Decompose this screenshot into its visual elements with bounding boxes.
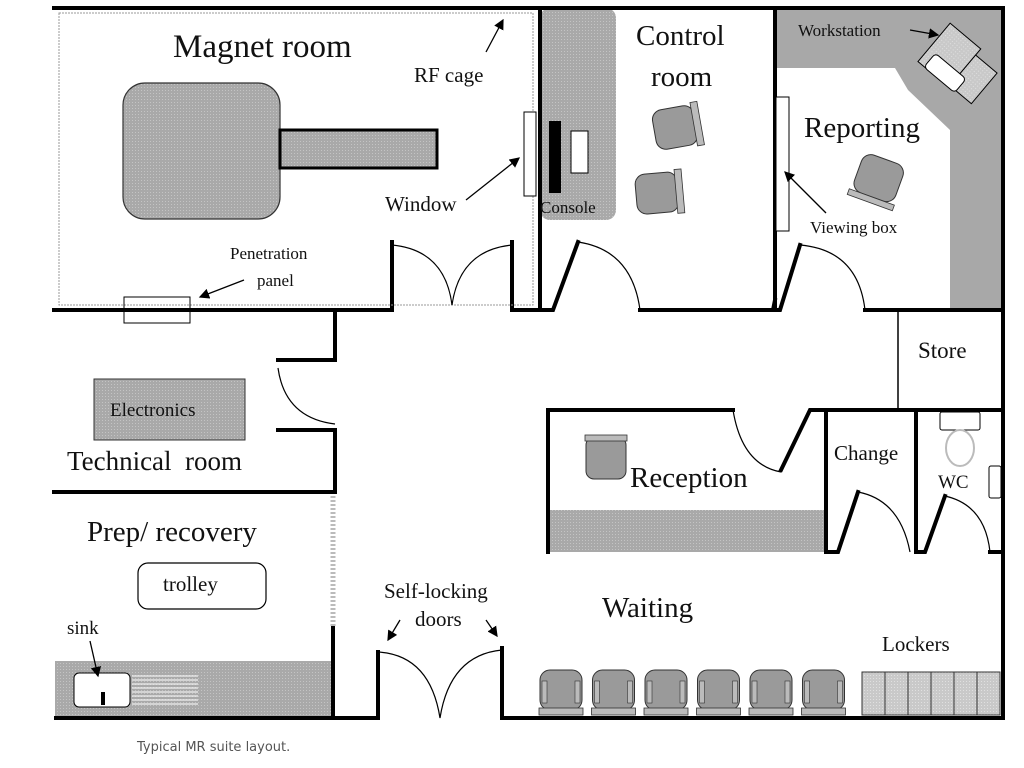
observation-window xyxy=(523,111,537,197)
trolley[interactable] xyxy=(137,562,267,610)
reporting-door[interactable] xyxy=(799,244,866,311)
store-label: Store xyxy=(918,338,967,363)
wc-bowl xyxy=(945,429,975,467)
control-room-wall xyxy=(538,6,1005,312)
outer-wall xyxy=(52,6,1005,720)
magnet-room-wall xyxy=(52,308,337,362)
waiting-chairs xyxy=(538,669,846,716)
waiting-label: Waiting xyxy=(602,592,693,624)
window-label: Window xyxy=(385,192,457,216)
console-label: Console xyxy=(540,198,596,217)
trolley-label: trolley xyxy=(163,572,218,596)
workstation-label: Workstation xyxy=(798,21,881,40)
workstation-arrow xyxy=(909,28,940,39)
self-locking-double-door[interactable] xyxy=(377,649,503,719)
wc-door[interactable] xyxy=(944,495,991,553)
viewing-box-arrow xyxy=(784,171,827,214)
control-chair-1 xyxy=(651,100,705,150)
lockers xyxy=(861,671,1001,716)
reception-counter xyxy=(548,510,826,552)
reception-wall xyxy=(546,408,1005,554)
penetration-panel xyxy=(123,296,191,324)
locker-unit xyxy=(930,671,955,716)
window-arrow xyxy=(465,157,521,201)
change-label: Change xyxy=(834,441,898,465)
waiting-chair xyxy=(591,669,636,716)
rf-cage-label: RF cage xyxy=(414,63,483,87)
electronics-cabinet xyxy=(93,378,246,441)
wc-basin xyxy=(988,465,1002,499)
control-room-door[interactable] xyxy=(577,241,641,311)
penetration-label-2: panel xyxy=(257,271,294,290)
self-locking-label-1: Self-locking xyxy=(384,579,488,603)
magnet-room-door-wall xyxy=(333,240,542,312)
locker-unit xyxy=(884,671,909,716)
control-room-label-1: Control xyxy=(636,20,725,52)
wc-cistern xyxy=(939,411,981,431)
reception-chair xyxy=(584,434,628,480)
electronics-label: Electronics xyxy=(110,400,195,421)
reporting-chair xyxy=(846,154,904,212)
self-locking-label-2: doors xyxy=(415,607,462,631)
locker-unit xyxy=(861,671,886,716)
waiting-chair xyxy=(696,669,741,716)
waiting-chair xyxy=(643,669,689,716)
magnet-room-double-door[interactable] xyxy=(391,244,513,306)
sink-arrow xyxy=(89,640,102,678)
technical-room-door[interactable] xyxy=(277,367,336,425)
sink-drainer xyxy=(132,675,198,705)
penetration-arrow xyxy=(198,279,245,299)
change-wc-walls xyxy=(824,408,1005,554)
self-locking-left-arrow xyxy=(387,619,401,642)
mri-patient-table xyxy=(278,128,439,170)
console-screen xyxy=(549,121,561,193)
reception-label: Reception xyxy=(630,462,748,494)
prep-recovery-label: Prep/ recovery xyxy=(87,516,257,548)
viewing-box xyxy=(775,96,790,232)
waiting-chair xyxy=(748,669,794,716)
technical-room-wall xyxy=(52,428,337,494)
magnet-room-label: Magnet room xyxy=(173,29,352,65)
locker-unit xyxy=(907,671,932,716)
reporting-label: Reporting xyxy=(804,112,920,144)
control-room-label-2: room xyxy=(651,61,713,93)
technical-room-label: Technical room xyxy=(67,446,242,476)
waiting-chair xyxy=(538,669,584,716)
mri-magnet xyxy=(122,82,281,220)
reception-door[interactable] xyxy=(732,409,782,473)
self-locking-door-jambs xyxy=(376,646,504,720)
sink-tap xyxy=(101,692,105,705)
control-chair-2 xyxy=(634,168,686,215)
rf-cage-arrow xyxy=(485,18,504,53)
penetration-label-1: Penetration xyxy=(230,244,308,263)
workstation-keyboard xyxy=(925,54,965,92)
locker-unit xyxy=(953,671,978,716)
sink-label: sink xyxy=(67,618,99,639)
sink xyxy=(73,672,131,708)
self-locking-right-arrow xyxy=(485,619,498,638)
wc-label: WC xyxy=(938,472,969,493)
locker-unit xyxy=(976,671,1001,716)
figure-caption: Typical MR suite layout. xyxy=(137,740,291,755)
lockers-label: Lockers xyxy=(882,632,950,656)
change-door[interactable] xyxy=(857,491,911,553)
viewing-box-label: Viewing box xyxy=(810,218,898,237)
waiting-chair xyxy=(801,669,846,716)
console-keyboard xyxy=(570,130,589,174)
